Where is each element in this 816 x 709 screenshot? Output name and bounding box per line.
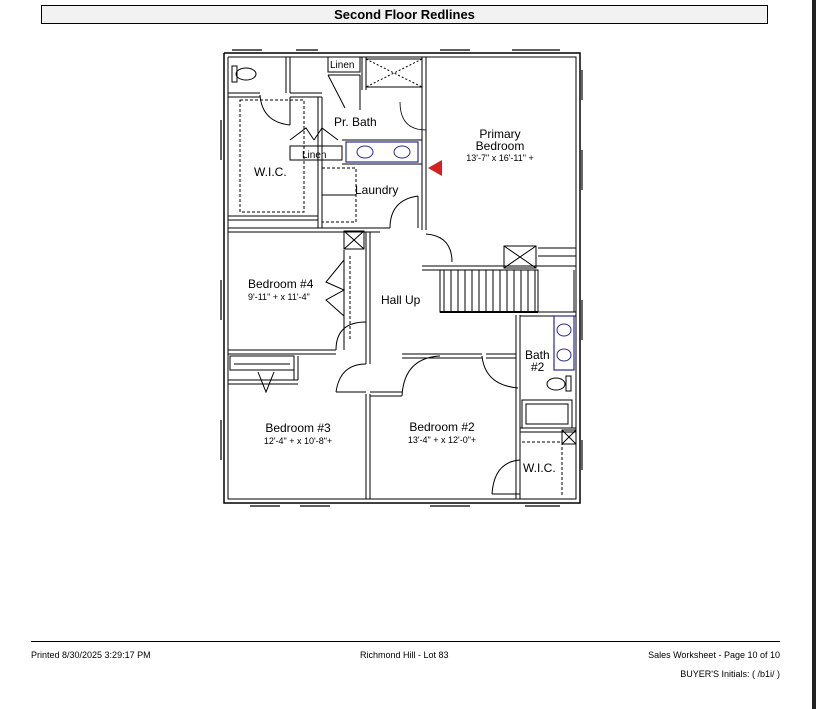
room-label-bath2-line2: #2: [531, 360, 545, 374]
toilet-icon-left: [231, 65, 257, 83]
room-label-linen-bottom: Linen: [302, 150, 326, 161]
room-label-bedroom4: Bedroom #4: [248, 277, 314, 291]
footer-initials: BUYER'S Initials: ( /b1i/ ): [680, 669, 780, 679]
room-label-wic-left: W.I.C.: [254, 165, 287, 179]
bath2-walls: [520, 311, 577, 496]
footer-printed: Printed 8/30/2025 3:29:17 PM: [31, 650, 151, 660]
footer-project: Richmond Hill - Lot 83: [360, 650, 449, 660]
room-label-bath2-line1: Bath: [525, 348, 550, 362]
exterior-walls: [223, 52, 581, 504]
vanity-sinks-icon: [345, 141, 419, 163]
left-suite-walls: [228, 57, 323, 228]
linen-closets: [289, 56, 361, 161]
red-redline-triangle-icon: [428, 160, 442, 176]
room-dims-bedroom4: 9'-11" + x 11'-4": [248, 292, 310, 302]
laundry-walls: [321, 164, 419, 233]
room-label-laundry: Laundry: [355, 183, 398, 197]
bedroom3-walls: [228, 355, 371, 499]
footer-divider: [31, 641, 780, 642]
bedroom4-walls: [228, 227, 371, 364]
window-marks: [220, 49, 583, 507]
pr-bath-walls: [342, 57, 427, 230]
room-label-wic-right: W.I.C.: [523, 461, 556, 475]
bedroom2-walls: [370, 315, 521, 499]
footer-sheet: Sales Worksheet - Page 10 of 10: [648, 650, 780, 660]
viewer-edge: [812, 0, 816, 709]
room-label-bedroom3: Bedroom #3: [265, 421, 331, 435]
toilet-icon-bath2: [546, 375, 572, 392]
room-label-pr-bath: Pr. Bath: [334, 115, 377, 129]
staircase: [422, 233, 576, 313]
room-label-primary-line2: Bedroom: [476, 139, 525, 153]
room-dims-bedroom2: 13'-4" + x 12'-0"+: [408, 435, 476, 445]
page-title: Second Floor Redlines: [41, 5, 768, 24]
room-label-primary-line1: Primary: [479, 127, 520, 141]
room-label-bedroom2: Bedroom #2: [409, 420, 475, 434]
room-label-linen-top: Linen: [330, 60, 354, 71]
room-dims-bedroom3: 12'-4" + x 10'-8"+: [264, 436, 332, 446]
room-label-hall: Hall Up: [381, 293, 421, 307]
room-dims-primary: 13'-7" x 16'-11" +: [466, 153, 533, 163]
bath2-sinks-icon: [553, 315, 575, 371]
